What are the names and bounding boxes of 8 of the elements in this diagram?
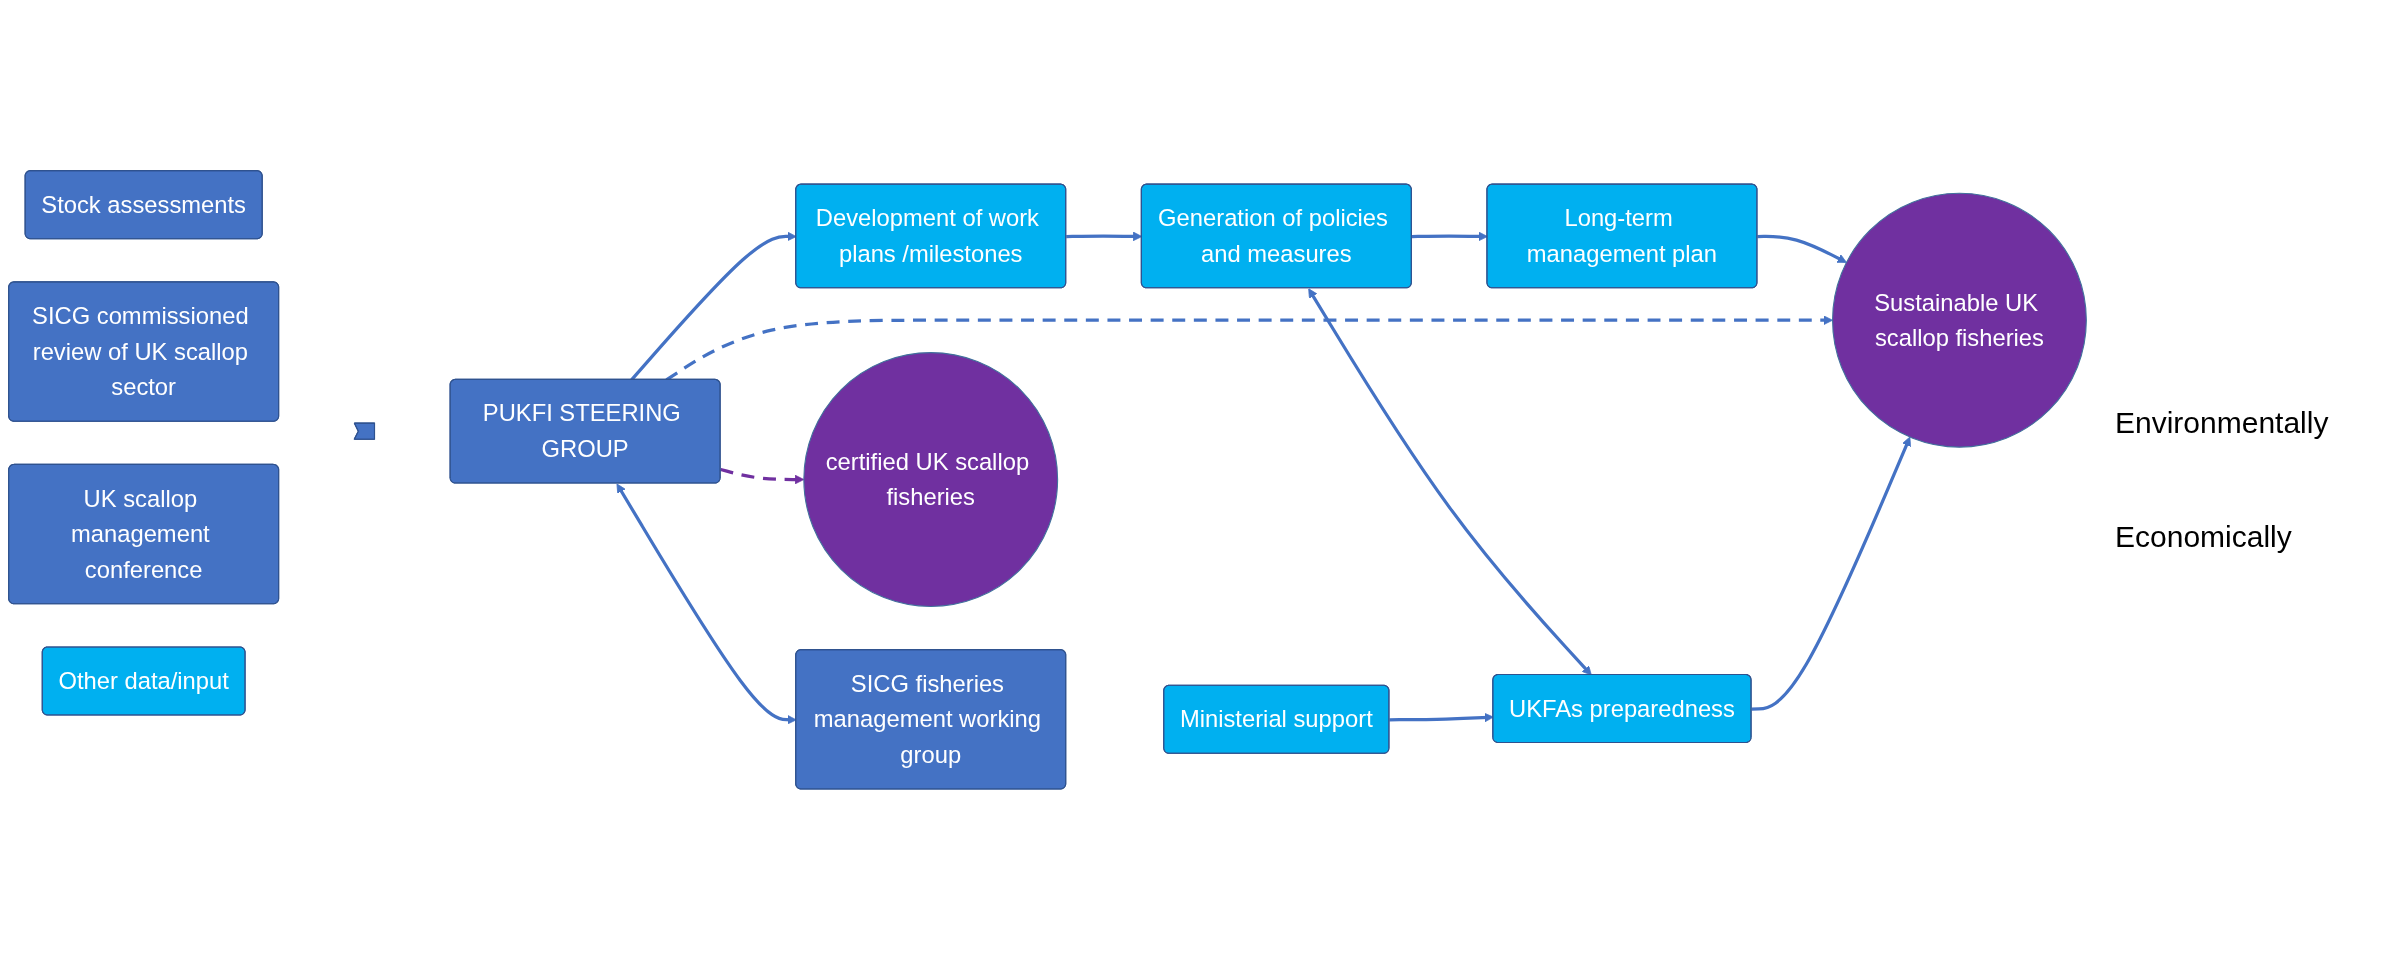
arrow [1308,288,1592,676]
arrow [1757,235,1847,264]
side-label: Environmentally [2115,406,2330,440]
node-circle: Sustainable UK scallop fisheries [1832,193,2087,448]
arrow [720,468,805,485]
side-label: Economically [2115,520,2293,554]
node-circle: certified UK scallop fisheries [803,352,1059,608]
arrow [1751,436,1911,711]
